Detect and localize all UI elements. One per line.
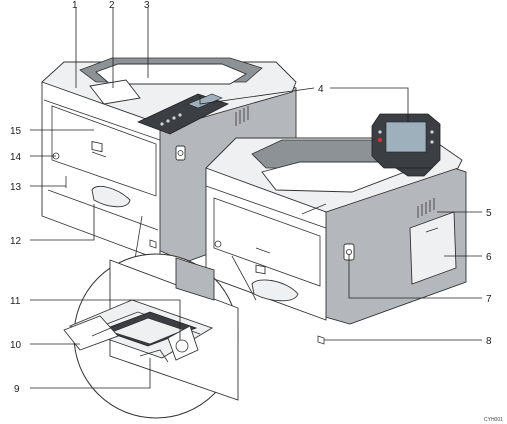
callout-2: 2 [109,0,115,11]
callout-14: 14 [10,152,22,163]
callout-8: 8 [486,336,492,347]
leader-lines [30,8,482,389]
callout-11: 11 [10,296,21,307]
callout-9: 9 [14,384,20,395]
callout-3: 3 [144,0,150,11]
callout-13: 13 [10,182,22,193]
callout-10: 10 [10,340,22,351]
callout-7: 7 [486,294,492,305]
bypass-tray-zoom [63,215,257,419]
figure-code: CYH001 [484,417,503,423]
callout-15: 15 [10,126,22,137]
printer-right [205,113,467,345]
callout-4: 4 [318,84,324,95]
callout-1: 1 [72,0,78,11]
printer-left [41,57,297,263]
callout-labels: 1 2 3 4 5 6 7 8 9 10 11 12 13 14 15 CYH0… [10,0,503,423]
callout-12: 12 [10,236,22,247]
callout-6: 6 [486,252,492,263]
callout-5: 5 [486,208,492,219]
